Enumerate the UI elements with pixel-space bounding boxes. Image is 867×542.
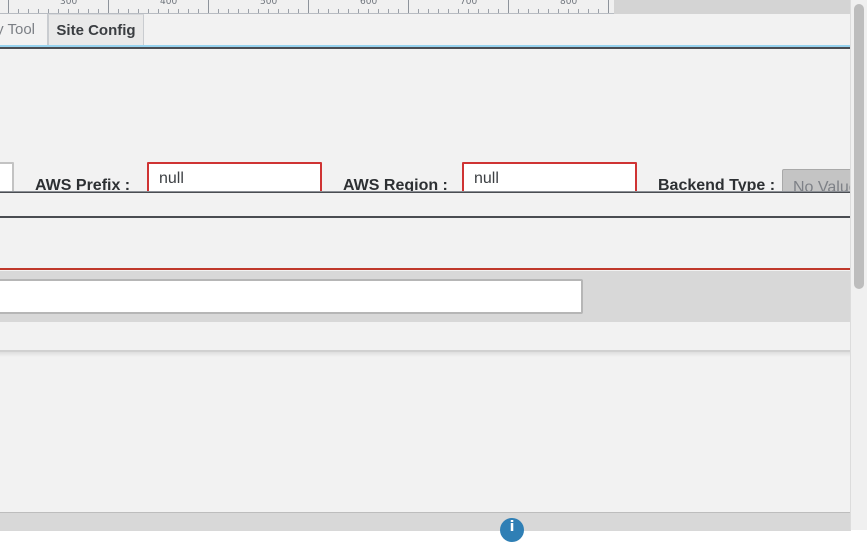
horizontal-ruler: 300 400 500 600 700 800 bbox=[0, 0, 614, 14]
ruler-major-tick bbox=[8, 0, 9, 13]
ruler-minor-tick bbox=[458, 9, 459, 13]
ruler-minor-tick bbox=[28, 9, 29, 13]
ruler-label: 700 bbox=[460, 0, 478, 7]
info-badge-glyph: i bbox=[509, 519, 515, 535]
ruler-minor-tick bbox=[548, 9, 549, 13]
ruler-label: 400 bbox=[160, 0, 178, 7]
ruler-minor-tick bbox=[338, 9, 339, 13]
ruler-minor-tick bbox=[318, 9, 319, 13]
ruler-minor-tick bbox=[368, 9, 369, 13]
ruler-major-tick bbox=[508, 0, 509, 13]
ruler-minor-tick bbox=[178, 9, 179, 13]
ruler-minor-tick bbox=[518, 9, 519, 13]
ruler-minor-tick bbox=[588, 9, 589, 13]
ruler-minor-tick bbox=[498, 9, 499, 13]
ruler-minor-tick bbox=[118, 9, 119, 13]
panel-below-band bbox=[0, 322, 851, 351]
ruler-minor-tick bbox=[218, 9, 219, 13]
ruler-major-tick bbox=[608, 0, 609, 13]
ruler-label: 600 bbox=[360, 0, 378, 7]
ruler-minor-tick bbox=[348, 9, 349, 13]
ruler-label: 300 bbox=[60, 0, 78, 7]
ruler-minor-tick bbox=[268, 9, 269, 13]
red-divider-rule bbox=[0, 268, 851, 270]
ruler-minor-tick bbox=[238, 9, 239, 13]
ruler-minor-tick bbox=[168, 9, 169, 13]
ruler-minor-tick bbox=[288, 9, 289, 13]
ruler-minor-tick bbox=[388, 9, 389, 13]
ruler-minor-tick bbox=[358, 9, 359, 13]
ruler-minor-tick bbox=[398, 9, 399, 13]
ruler-minor-tick bbox=[278, 9, 279, 13]
ruler-minor-tick bbox=[298, 9, 299, 13]
backend-type-label: Backend Type : bbox=[658, 177, 776, 194]
ruler-minor-tick bbox=[138, 9, 139, 13]
tab-deploy-tool[interactable]: y Tool bbox=[0, 14, 48, 45]
ruler-minor-tick bbox=[248, 9, 249, 13]
ruler-minor-tick bbox=[68, 9, 69, 13]
ruler-minor-tick bbox=[478, 9, 479, 13]
lower-pane bbox=[0, 218, 851, 269]
tab-site-config[interactable]: Site Config bbox=[48, 14, 144, 45]
ruler-minor-tick bbox=[38, 9, 39, 13]
ruler-major-tick bbox=[408, 0, 409, 13]
ruler-minor-tick bbox=[58, 9, 59, 13]
tab-strip-filler bbox=[145, 14, 851, 45]
ruler-minor-tick bbox=[528, 9, 529, 13]
ruler-minor-tick bbox=[128, 9, 129, 13]
ruler-minor-tick bbox=[568, 9, 569, 13]
mid-separator-hairline bbox=[0, 191, 851, 192]
aws-region-value: null bbox=[474, 170, 499, 187]
toolbar-separator-top bbox=[0, 47, 851, 49]
vertical-scrollbar-track[interactable] bbox=[850, 0, 867, 530]
vertical-scrollbar-thumb[interactable] bbox=[854, 4, 864, 289]
ruler-minor-tick bbox=[258, 9, 259, 13]
ruler-minor-tick bbox=[418, 9, 419, 13]
ruler-minor-tick bbox=[148, 9, 149, 13]
ruler-minor-tick bbox=[78, 9, 79, 13]
ruler-minor-tick bbox=[18, 9, 19, 13]
ruler-minor-tick bbox=[468, 9, 469, 13]
ruler-minor-tick bbox=[428, 9, 429, 13]
ruler-minor-tick bbox=[438, 9, 439, 13]
ruler-major-tick bbox=[208, 0, 209, 13]
ruler-minor-tick bbox=[558, 9, 559, 13]
content-canvas bbox=[0, 351, 851, 512]
info-badge-icon[interactable]: i bbox=[500, 518, 524, 542]
ruler-major-tick bbox=[108, 0, 109, 13]
ruler-minor-tick bbox=[48, 9, 49, 13]
ruler-minor-tick bbox=[228, 9, 229, 13]
ruler-minor-tick bbox=[378, 9, 379, 13]
aws-prefix-label: AWS Prefix : bbox=[35, 177, 131, 194]
search-input[interactable] bbox=[0, 279, 583, 314]
ruler-minor-tick bbox=[158, 9, 159, 13]
ruler-minor-tick bbox=[578, 9, 579, 13]
ruler-label: 500 bbox=[260, 0, 278, 7]
ruler-minor-tick bbox=[188, 9, 189, 13]
ruler-major-tick bbox=[308, 0, 309, 13]
ruler-minor-tick bbox=[488, 9, 489, 13]
ruler-minor-tick bbox=[538, 9, 539, 13]
tab-active-underline bbox=[0, 45, 851, 47]
ruler-minor-tick bbox=[328, 9, 329, 13]
ruler-minor-tick bbox=[448, 9, 449, 13]
ruler-minor-tick bbox=[598, 9, 599, 13]
ruler-minor-tick bbox=[88, 9, 89, 13]
ruler-right-padding bbox=[614, 0, 867, 15]
bottom-status-bar bbox=[0, 512, 851, 531]
tab-strip: y Tool Site Config bbox=[0, 14, 867, 46]
ruler-minor-tick bbox=[98, 9, 99, 13]
mid-band bbox=[0, 193, 851, 216]
aws-prefix-value: null bbox=[159, 170, 184, 187]
ruler-label: 800 bbox=[560, 0, 578, 7]
config-form-row: AWS Prefix : null AWS Region : null Back… bbox=[0, 49, 867, 211]
aws-region-label: AWS Region : bbox=[343, 177, 448, 194]
mid-separator-lower bbox=[0, 216, 851, 218]
ruler-minor-tick bbox=[198, 9, 199, 13]
